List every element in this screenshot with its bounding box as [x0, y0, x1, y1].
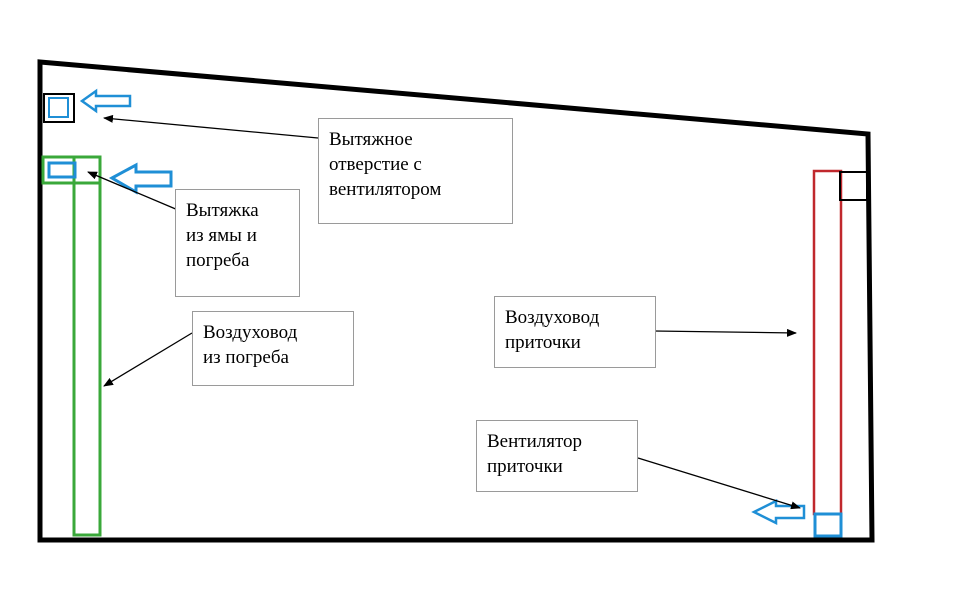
- pit-exhaust-icon: [47, 161, 77, 179]
- label-exhaust-hole-line-3: вентилятором: [329, 179, 442, 200]
- label-supply-fan-line-2: приточки: [487, 456, 563, 477]
- label-supply-duct: Воздуховод приточки: [494, 296, 656, 368]
- label-cellar-duct: Воздуховод из погреба: [192, 311, 354, 386]
- exhaust-hole-frame: [43, 93, 75, 123]
- leader-cellar-duct: [103, 332, 193, 387]
- leader-supply-fan: [637, 457, 801, 510]
- label-exhaust-hole-line-1: Вытяжное: [329, 129, 413, 150]
- cellar-exhaust-duct: [41, 155, 102, 185]
- label-cellar-duct-line-2: из погреба: [203, 347, 289, 368]
- label-pit-exhaust-line-1: Вытяжка: [186, 200, 259, 221]
- cellar-exhaust-duct-riser: [72, 155, 102, 537]
- room-outline: [37, 59, 875, 543]
- label-pit-exhaust: Вытяжка из ямы и погреба: [175, 189, 300, 297]
- pit-exhaust-flow-arrow-icon: [108, 162, 173, 195]
- label-supply-fan-line-1: Вентилятор: [487, 431, 583, 452]
- label-pit-exhaust-line-2: из ямы и: [186, 225, 257, 246]
- label-exhaust-hole-line-2: отверстие с: [329, 154, 422, 175]
- label-pit-exhaust-line-3: погреба: [186, 250, 250, 271]
- label-supply-duct-line-2: приточки: [505, 332, 581, 353]
- supply-duct-top-frame: [839, 171, 868, 201]
- label-supply-duct-line-1: Воздуховод: [505, 307, 600, 328]
- label-cellar-duct-line-1: Воздуховод: [203, 322, 298, 343]
- supply-air-duct: [812, 169, 843, 516]
- label-exhaust-hole: Вытяжное отверстие с вентилятором: [318, 118, 513, 224]
- supply-flow-arrow-icon: [751, 498, 806, 526]
- label-supply-fan: Вентилятор приточки: [476, 420, 638, 492]
- exhaust-hole-icon: [48, 97, 69, 118]
- exhaust-flow-arrow-icon: [79, 88, 132, 114]
- supply-fan-icon: [813, 512, 843, 538]
- leader-supply-duct: [653, 328, 797, 337]
- leader-exhaust-hole: [103, 114, 319, 139]
- leader-pit-exhaust: [87, 171, 179, 211]
